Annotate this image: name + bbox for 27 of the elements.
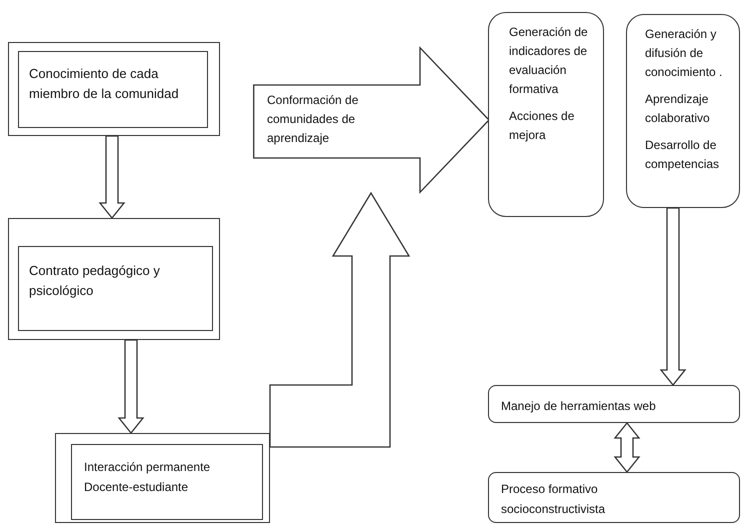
- text-box: [18, 51, 208, 128]
- text-box: [18, 246, 213, 331]
- frame-box: [8, 42, 220, 136]
- node-text: Acciones de mejora: [509, 108, 576, 144]
- node-text: Generación y difusión de conocimiento .: [645, 26, 724, 81]
- block-arrow: [614, 422, 640, 474]
- frame-box: [8, 218, 220, 340]
- block-arrow: [118, 339, 144, 434]
- node-text: Contrato pedagógico y psicológico: [29, 262, 161, 300]
- block-arrow: [98, 135, 126, 220]
- rounded-box: [488, 385, 740, 423]
- rounded-box: [488, 472, 740, 523]
- node-text: Proceso formativo socioconstructivista: [501, 481, 606, 518]
- rounded-box: [488, 12, 604, 217]
- block-arrow: [253, 47, 490, 193]
- node-text: Aprendizaje colaborativo: [645, 91, 711, 127]
- node-text: Desarrollo de competencias: [645, 137, 720, 173]
- block-arrow: [269, 192, 410, 448]
- rounded-box: [626, 14, 740, 208]
- node-text: Conocimiento de cada miembro de la comunidad: [29, 65, 180, 103]
- node-text: Interacción permanente Docente-estudiante: [84, 459, 212, 496]
- node-text: Generación de indicadores de evaluación formativa: [509, 24, 589, 98]
- node-text: Conformación de comunidades de aprendizaje: [267, 92, 360, 147]
- frame-box: [55, 433, 270, 523]
- text-box: [71, 444, 263, 520]
- block-arrow: [660, 207, 686, 386]
- node-text: Manejo de herramientas web: [501, 398, 657, 415]
